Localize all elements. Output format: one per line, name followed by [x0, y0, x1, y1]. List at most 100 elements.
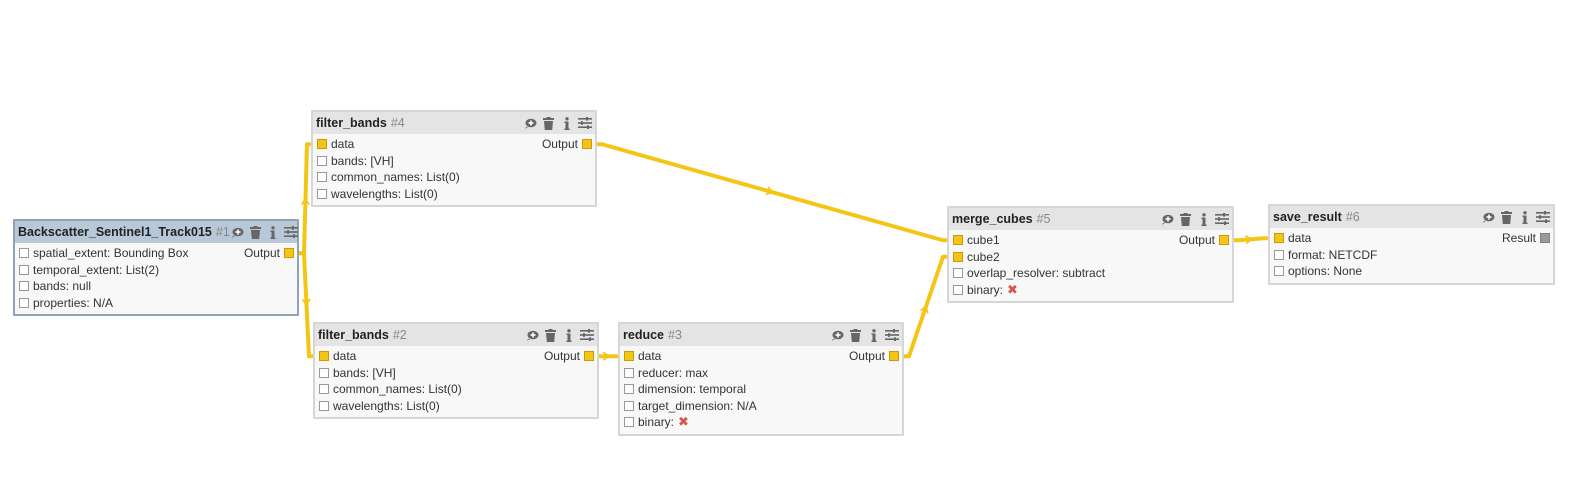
comment-icon[interactable]: [830, 328, 845, 343]
trash-icon[interactable]: [1499, 210, 1514, 225]
output-label: Output: [541, 137, 578, 152]
node-header[interactable]: Backscatter_Sentinel1_Track015#1: [15, 221, 299, 243]
input-socket[interactable]: [19, 281, 29, 292]
param-row: binary:✖: [624, 414, 898, 431]
connection-edge[interactable]: [592, 142, 953, 243]
comment-icon[interactable]: [1481, 210, 1496, 225]
node-toolbar: [1481, 210, 1550, 225]
node-title: filter_bands: [318, 328, 389, 342]
input-socket[interactable]: [19, 264, 29, 275]
trash-icon[interactable]: [248, 225, 263, 240]
param-row: bands: null: [19, 278, 293, 295]
param-row: binary:✖: [953, 282, 1228, 299]
process-node[interactable]: Backscatter_Sentinel1_Track015#1 spatial_…: [13, 219, 299, 316]
input-socket[interactable]: [1274, 249, 1284, 260]
output-row: Result: [1502, 230, 1550, 247]
output-socket[interactable]: [889, 351, 899, 362]
input-socket[interactable]: [19, 297, 29, 308]
settings-icon[interactable]: [284, 225, 299, 240]
param-label: temporal_extent: List(2): [33, 262, 160, 277]
trash-icon[interactable]: [541, 116, 556, 131]
param-row: format: NETCDF: [1274, 247, 1549, 264]
trash-icon[interactable]: [1178, 212, 1193, 227]
comment-icon[interactable]: [1160, 212, 1175, 227]
input-socket[interactable]: [624, 384, 634, 395]
param-label: bands: [VH]: [331, 153, 394, 168]
trash-icon[interactable]: [543, 328, 558, 343]
param-row: reducer: max: [624, 365, 898, 382]
settings-icon[interactable]: [579, 328, 594, 343]
param-label: reducer: max: [638, 365, 709, 380]
node-id: #3: [668, 328, 682, 342]
settings-icon[interactable]: [577, 116, 592, 131]
output-row: Output: [544, 348, 594, 365]
param-label: common_names: List(0): [333, 382, 462, 397]
input-socket[interactable]: [953, 251, 963, 262]
input-socket[interactable]: [319, 400, 329, 411]
param-row: cube1: [953, 232, 1228, 249]
input-socket[interactable]: [953, 268, 963, 279]
input-socket[interactable]: [317, 155, 327, 166]
info-icon[interactable]: [266, 225, 281, 240]
node-outputs: Result: [1502, 230, 1550, 247]
input-socket[interactable]: [624, 367, 634, 378]
param-label: format: NETCDF: [1288, 247, 1378, 262]
node-header[interactable]: save_result#6: [1270, 206, 1553, 228]
input-socket[interactable]: [624, 400, 634, 411]
output-socket[interactable]: [582, 139, 592, 150]
param-row: common_names: List(0): [317, 169, 591, 186]
input-socket[interactable]: [19, 248, 29, 259]
param-row: spatial_extent: Bounding Box: [19, 245, 293, 262]
param-label: properties: N/A: [33, 295, 114, 310]
trash-icon[interactable]: [848, 328, 863, 343]
node-title: filter_bands: [316, 116, 387, 130]
input-socket[interactable]: [319, 367, 329, 378]
settings-icon[interactable]: [884, 328, 899, 343]
node-header[interactable]: reduce#3: [620, 324, 902, 346]
input-socket[interactable]: [1274, 233, 1284, 244]
node-outputs: Output: [849, 348, 899, 365]
node-header[interactable]: filter_bands#2: [315, 324, 597, 346]
output-socket[interactable]: [284, 248, 294, 259]
param-label: options: None: [1288, 264, 1363, 279]
connection-edge[interactable]: [899, 254, 953, 359]
output-socket[interactable]: [1540, 233, 1550, 244]
comment-icon[interactable]: [525, 328, 540, 343]
node-header[interactable]: filter_bands#4: [313, 112, 595, 134]
node-outputs: Output: [542, 136, 592, 153]
input-socket[interactable]: [319, 351, 329, 362]
node-header[interactable]: merge_cubes#5: [949, 208, 1232, 230]
param-label: cube1: [967, 233, 1000, 248]
output-socket[interactable]: [1219, 235, 1229, 246]
settings-icon[interactable]: [1214, 212, 1229, 227]
input-socket[interactable]: [953, 284, 963, 295]
node-outputs: Output: [1179, 232, 1229, 249]
node-id: #4: [390, 116, 405, 130]
settings-icon[interactable]: [1535, 210, 1550, 225]
comment-icon[interactable]: [523, 116, 538, 131]
info-icon[interactable]: [1196, 212, 1211, 227]
param-label: overlap_resolver: subtract: [967, 266, 1106, 281]
input-socket[interactable]: [1274, 266, 1284, 277]
input-socket[interactable]: [319, 384, 329, 395]
info-icon[interactable]: [561, 328, 576, 343]
comment-icon[interactable]: [230, 225, 245, 240]
info-icon[interactable]: [1517, 210, 1532, 225]
input-socket[interactable]: [624, 417, 634, 428]
input-socket[interactable]: [624, 351, 634, 362]
output-label: Output: [1178, 233, 1215, 248]
input-socket[interactable]: [317, 172, 327, 183]
input-socket[interactable]: [953, 235, 963, 246]
info-icon[interactable]: [866, 328, 881, 343]
input-socket[interactable]: [317, 139, 327, 150]
input-socket[interactable]: [317, 188, 327, 199]
param-label: bands: [VH]: [333, 365, 396, 380]
output-socket[interactable]: [584, 351, 594, 362]
param-row: wavelengths: List(0): [317, 186, 591, 203]
info-icon[interactable]: [559, 116, 574, 131]
